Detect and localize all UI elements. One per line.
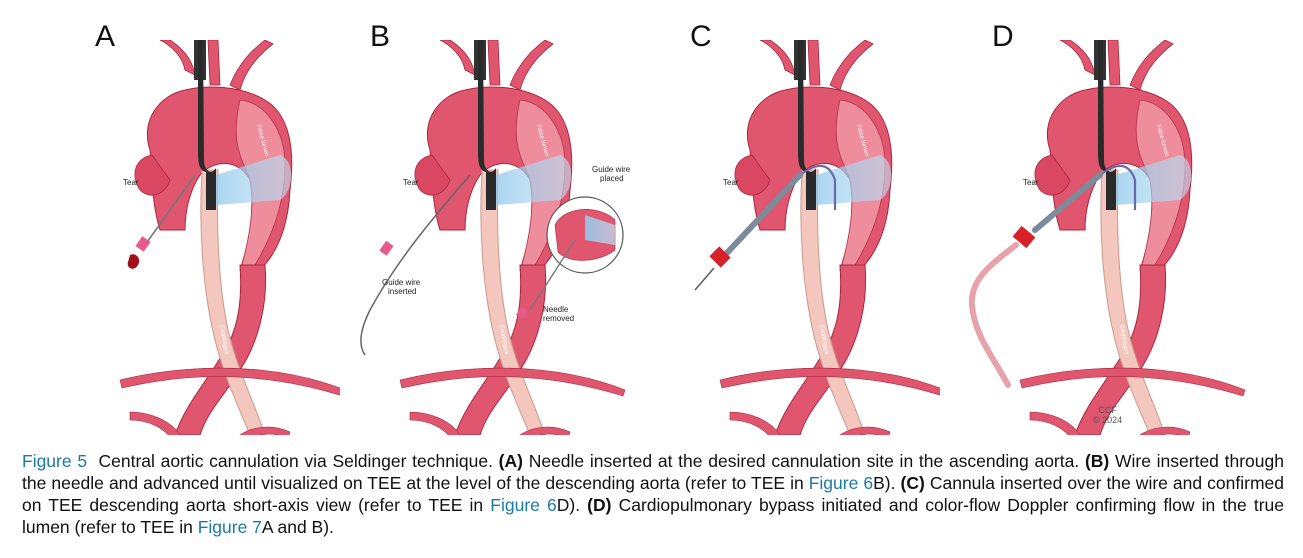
illustration-c: Tear False lumen Esophagus xyxy=(694,40,940,435)
panel-c: C Tear False lumen Esophagus xyxy=(650,0,950,435)
panel-letter: B xyxy=(370,20,391,53)
guide-wire-inserted-label-1: Guide wire xyxy=(382,278,421,287)
caption-tag-c: (C) xyxy=(900,473,925,493)
cannula-wire xyxy=(799,164,837,210)
caption-end-b: B). xyxy=(873,473,901,493)
panel-b: B Tear False lumen Esophagus Guide wire … xyxy=(330,0,631,435)
credit-line-2: © 2024 xyxy=(1093,415,1123,425)
caption-end-d: A and B). xyxy=(261,517,334,537)
panel-d: D Tear False lumen Esophagus CCF © 2024 xyxy=(950,0,1250,435)
cannula-red-cap xyxy=(709,246,731,268)
needle-removed-label-2: removed xyxy=(543,314,574,323)
aorta-anatomy xyxy=(119,40,340,435)
figure-6-link[interactable]: Figure 6 xyxy=(490,495,557,515)
illustration-b: Tear False lumen Esophagus Guide wire pl… xyxy=(360,40,631,435)
aorta-anatomy xyxy=(719,40,940,435)
guide-wire-tail xyxy=(694,267,715,291)
needle-hub xyxy=(379,240,394,256)
caption-tag-d: (D) xyxy=(587,495,612,515)
illustration-a: Tear False lumen Esophagus xyxy=(119,40,340,435)
tear-label: Tear xyxy=(1023,178,1039,187)
aorta-anatomy xyxy=(1019,40,1246,435)
panel-letter: A xyxy=(95,20,116,53)
cannula-body xyxy=(722,172,803,258)
figure-label: Figure 5 xyxy=(22,451,88,471)
caption-text-a: Needle inserted at the desired cannulati… xyxy=(522,451,1085,471)
guide-wire-placed-label-2: placed xyxy=(600,174,624,183)
esophagus-label: Esophagus xyxy=(218,324,229,355)
esophagus-label: Esophagus xyxy=(1118,324,1129,355)
inset-beam xyxy=(585,215,615,245)
needle-removed-label-1: Needle xyxy=(543,305,569,314)
tear-label: Tear xyxy=(403,178,419,187)
removed-needle-hub xyxy=(515,306,529,320)
caption-tag-a: (A) xyxy=(498,451,523,471)
cannula-red-cap xyxy=(1012,225,1036,249)
guide-wire-inserted-label-2: inserted xyxy=(388,287,416,296)
needle-hub xyxy=(135,236,151,252)
caption-intro: Central aortic cannulation via Seldinger… xyxy=(98,451,499,471)
figure-caption: Figure 5 Central aortic cannulation via … xyxy=(22,450,1284,538)
esophagus-label: Esophagus xyxy=(818,324,829,355)
needle xyxy=(529,239,576,311)
caption-end-c: D). xyxy=(556,495,588,515)
panel-a: A Tear False lumen Esophagus xyxy=(50,0,350,435)
copyright-credit: CCF © 2024 xyxy=(1093,405,1122,425)
guide-wire xyxy=(360,174,471,356)
figure-6-link[interactable]: Figure 6 xyxy=(808,473,874,493)
panel-letter: C xyxy=(690,20,712,53)
figure-7-link[interactable]: Figure 7 xyxy=(197,517,262,537)
caption-text-d: Cardiopulmonary bypass initiated and col… xyxy=(22,495,1284,537)
panel-letter: D xyxy=(992,20,1014,53)
tear-label: Tear xyxy=(123,178,139,187)
illustration-d: Tear False lumen Esophagus xyxy=(968,40,1246,435)
cannula-wire xyxy=(1099,164,1137,210)
needle xyxy=(144,174,196,246)
guide-wire-placed-label-1: Guide wire xyxy=(592,165,631,174)
credit-line-1: CCF xyxy=(1098,405,1117,415)
blood-drop xyxy=(127,254,140,269)
caption-text-b: Wire inserted through the needle and adv… xyxy=(22,451,1284,493)
caption-text-c: Cannula inserted over the wire and confi… xyxy=(22,473,1284,515)
cannula-body xyxy=(1032,172,1103,233)
tear-label: Tear xyxy=(723,178,739,187)
caption-tag-b: (B) xyxy=(1084,451,1110,471)
esophagus-label: Esophagus xyxy=(498,324,509,355)
bypass-tubing xyxy=(968,242,1019,388)
